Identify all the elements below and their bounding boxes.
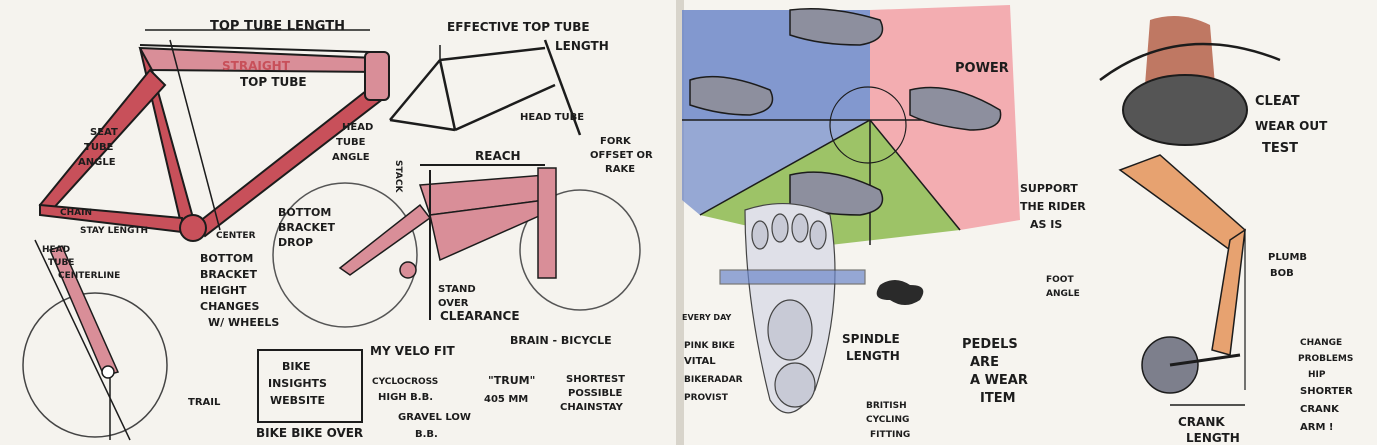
label-change-2: PROBLEMS bbox=[1298, 354, 1353, 364]
label-chain-stay-2: STAY LENGTH bbox=[80, 226, 148, 236]
label-trail: TRAIL bbox=[188, 397, 221, 408]
label-reach: REACH bbox=[475, 149, 521, 163]
label-head-tube-angle-3: ANGLE bbox=[332, 152, 370, 163]
label-support-1: SUPPORT bbox=[1020, 182, 1078, 195]
label-fork-offset-2: OFFSET OR bbox=[590, 150, 653, 161]
label-bb-drop-3: DROP bbox=[278, 236, 313, 249]
label-effective-top-tube-2: LENGTH bbox=[555, 39, 609, 53]
label-head-tube-angle-1: HEAD bbox=[342, 122, 373, 133]
label-head-tube-centerline-2: TUBE bbox=[48, 258, 74, 268]
label-pink-bike-3: BIKERADAR bbox=[684, 375, 743, 385]
label-gravel-1: GRAVEL LOW bbox=[398, 412, 471, 423]
label-my-velo-fit: MY VELO FIT bbox=[370, 344, 456, 358]
label-support-2: THE RIDER bbox=[1020, 200, 1086, 213]
label-bb-drop-1: BOTTOM bbox=[278, 206, 331, 219]
label-bb-height-4: CHANGES bbox=[200, 300, 260, 313]
label-plumb-1: PLUMB bbox=[1268, 252, 1307, 263]
label-bb-height-3: HEIGHT bbox=[200, 284, 247, 297]
label-shortest-1: SHORTEST bbox=[566, 374, 625, 385]
label-change-5: CRANK bbox=[1300, 404, 1340, 415]
label-bike-insights-1: BIKE bbox=[282, 360, 311, 373]
label-bb-height-1: BOTTOM bbox=[200, 252, 253, 265]
label-center: CENTER bbox=[216, 231, 256, 241]
label-gravel-2: B.B. bbox=[415, 429, 438, 440]
label-pedals-4: ITEM bbox=[980, 391, 1016, 406]
label-fork-offset-1: FORK bbox=[600, 136, 632, 147]
label-spindle-2: LENGTH bbox=[846, 349, 900, 363]
label-spindle-1: SPINDLE bbox=[842, 332, 900, 346]
label-bb-height-5: W/ WHEELS bbox=[208, 316, 279, 329]
label-shortest-3: CHAINSTAY bbox=[560, 402, 624, 413]
label-bike-insights-2: INSIGHTS bbox=[268, 377, 327, 390]
label-pedals-2: ARE bbox=[970, 355, 999, 370]
label-crank-1: CRANK bbox=[1178, 415, 1225, 429]
label-every-day: EVERY DAY bbox=[682, 313, 731, 322]
label-straight-top-tube-2: TOP TUBE bbox=[240, 75, 307, 89]
label-stack: STACK bbox=[393, 160, 403, 193]
label-head-tube-centerline-1: HEAD bbox=[42, 245, 70, 255]
label-head-tube-angle-2: TUBE bbox=[336, 137, 366, 148]
label-cyclocross-2: HIGH B.B. bbox=[378, 392, 433, 403]
label-bike-bike-over: BIKE BIKE OVER bbox=[256, 426, 363, 440]
label-cleat-1: CLEAT bbox=[1255, 94, 1300, 109]
label-british-2: CYCLING bbox=[866, 415, 909, 425]
label-cleat-2: WEAR OUT bbox=[1255, 119, 1328, 133]
label-support-3: AS IS bbox=[1030, 218, 1062, 231]
label-straight-top-tube-1: STRAIGHT bbox=[222, 59, 291, 73]
label-change-1: CHANGE bbox=[1300, 338, 1342, 348]
label-shortest-2: POSSIBLE bbox=[568, 388, 623, 399]
label-bike-insights-3: WEBSITE bbox=[270, 394, 325, 407]
label-pedals-3: A WEAR bbox=[970, 373, 1028, 388]
label-stand-over-2: OVER bbox=[438, 298, 469, 309]
label-seat-tube-angle-2: TUBE bbox=[84, 142, 114, 153]
label-foot-angle-1: FOOT bbox=[1046, 275, 1074, 285]
label-seat-tube-angle-3: ANGLE bbox=[78, 157, 116, 168]
label-stand-over-1: STAND bbox=[438, 284, 476, 295]
label-pink-bike-1: PINK BIKE bbox=[684, 341, 735, 351]
label-cyclocross-1: CYCLOCROSS bbox=[372, 377, 438, 387]
label-head-tube: HEAD TUBE bbox=[520, 112, 584, 123]
label-brain-bicycle: BRAIN - BICYCLE bbox=[510, 334, 612, 347]
label-foot-angle-2: ANGLE bbox=[1046, 289, 1080, 299]
label-pink-bike-4: PROVIST bbox=[684, 393, 729, 403]
label-british-1: BRITISH bbox=[866, 401, 907, 411]
label-plumb-2: BOB bbox=[1270, 268, 1294, 279]
label-crank-2: LENGTH bbox=[1186, 431, 1240, 445]
label-effective-top-tube-1: EFFECTIVE TOP TUBE bbox=[447, 20, 590, 34]
label-fork-offset-3: RAKE bbox=[605, 164, 635, 175]
label-top-tube-length: TOP TUBE LENGTH bbox=[210, 19, 345, 34]
label-seat-tube-angle-1: SEAT bbox=[90, 127, 118, 138]
label-head-tube-centerline-3: CENTERLINE bbox=[58, 271, 120, 281]
label-pink-bike-2: VITAL bbox=[684, 356, 716, 367]
label-change-3: HIP bbox=[1308, 370, 1326, 380]
label-cleat-3: TEST bbox=[1262, 141, 1298, 156]
label-bb-drop-2: BRACKET bbox=[278, 221, 335, 234]
label-power: POWER bbox=[955, 61, 1009, 76]
label-change-6: ARM ! bbox=[1300, 422, 1333, 433]
label-trum-1: "TRUM" bbox=[488, 374, 535, 387]
label-chain-stay-1: CHAIN bbox=[60, 208, 92, 218]
label-british-3: FITTING bbox=[870, 430, 910, 440]
label-change-4: SHORTER bbox=[1300, 386, 1353, 397]
label-pedals-1: PEDELS bbox=[962, 337, 1018, 352]
label-trum-2: 405 MM bbox=[484, 394, 528, 405]
label-bb-height-2: BRACKET bbox=[200, 268, 257, 281]
label-stand-over-3: CLEARANCE bbox=[440, 309, 520, 323]
